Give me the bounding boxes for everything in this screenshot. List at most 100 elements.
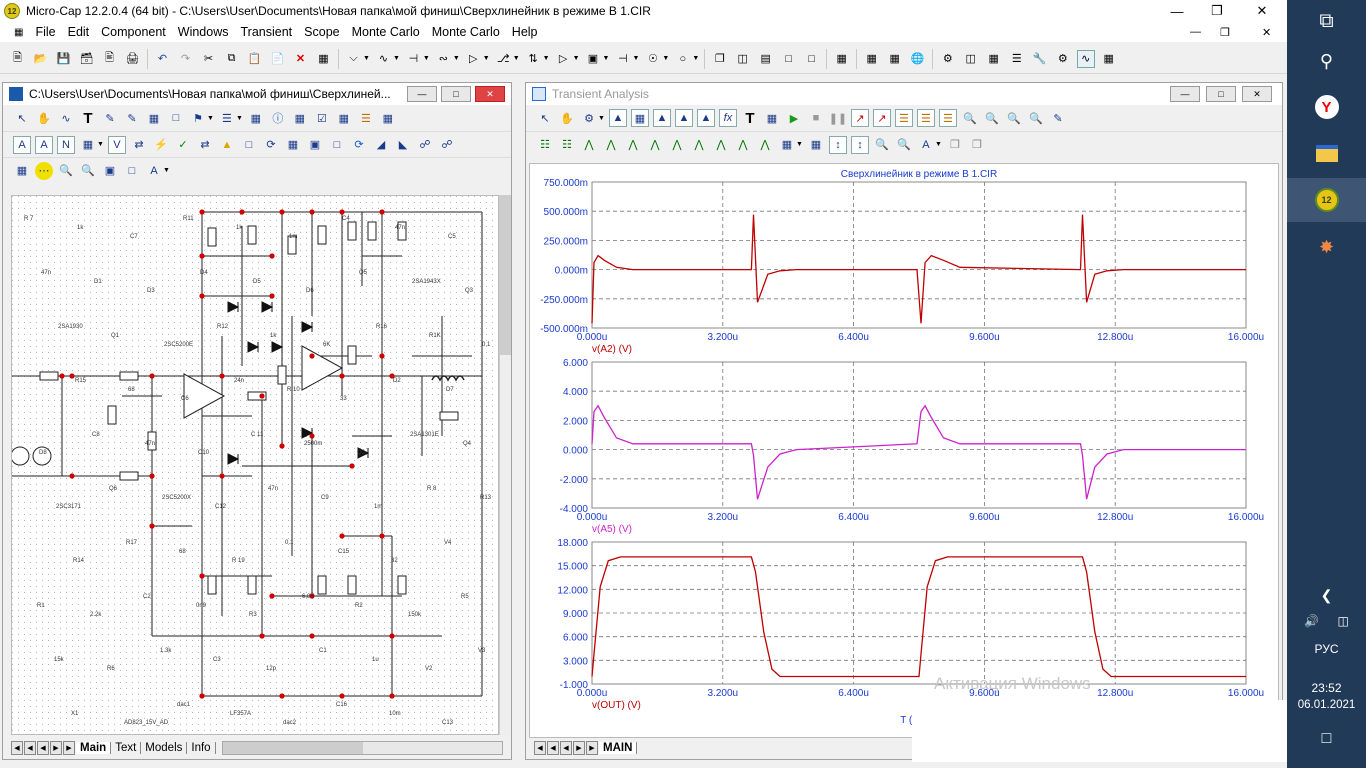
peak-icon[interactable]: ⋀ [584,139,594,151]
source-icon[interactable]: ☉ [647,53,658,65]
check-display-icon[interactable]: ✓ [178,139,188,151]
jfet-icon[interactable]: ⇅ [528,53,538,65]
pan-hand-icon[interactable]: ✋ [37,112,51,125]
show-hidden-icons-button[interactable]: ❮ [1287,585,1366,605]
display-2-icon[interactable]: ☰ [916,109,935,127]
next-page-icon[interactable]: ▶ [573,741,585,755]
high-icon[interactable]: ⋀ [628,139,638,151]
opamp-icon[interactable]: ▷ [558,53,568,65]
schematic-maximize-button[interactable]: □ [441,86,471,102]
first-page-icon[interactable]: ◀ [11,741,23,755]
current-display-icon[interactable]: ⇄ [134,139,144,151]
resistor-icon[interactable]: ∿ [378,53,389,65]
table-icon[interactable]: ▦ [810,139,822,151]
attr-text-icon[interactable]: A [13,135,31,154]
voltage-display-icon[interactable]: V [107,135,126,154]
scale-y-icon[interactable]: ▲ [696,109,715,127]
auto-scale-icon[interactable]: ▲ [652,109,671,127]
zoom-out-icon[interactable]: 🔍 [897,139,911,151]
undo-icon[interactable]: ↶ [157,53,168,65]
notes-icon[interactable]: ▦ [382,112,394,125]
print-icon[interactable]: 🖨 [125,53,140,65]
edit-icon[interactable]: ✎ [1053,112,1063,125]
run-options-icon[interactable]: ⚙ [584,112,594,125]
marker-2-icon[interactable]: ↕ [850,135,869,154]
horizontal-scrollbar[interactable] [221,741,503,755]
info-icon[interactable]: ⓘ [272,113,284,125]
model-icon[interactable]: ⚙ [942,53,953,65]
cursor-mode-2-icon[interactable]: ☷ [562,139,572,151]
paste-icon[interactable]: 📋 [247,53,262,65]
zoom-x-icon[interactable]: 🔍 [963,112,977,125]
back-page-icon[interactable]: ◀ [37,741,49,755]
checkbox-icon[interactable]: ☑ [316,112,327,125]
tab-main[interactable]: Main [76,742,112,754]
refresh-icon[interactable]: ▦ [16,165,28,177]
bus-icon[interactable]: ▦ [148,112,160,125]
layers-icon[interactable]: ◫ [965,53,976,65]
point-icon[interactable]: ⋀ [760,139,770,151]
attr-value-icon[interactable]: A [35,135,53,154]
last-page-icon[interactable]: ▶ [586,741,598,755]
save-all-icon[interactable]: 🗃 [79,53,94,65]
global-high-icon[interactable]: ⋀ [694,139,704,151]
scrollbar-thumb[interactable] [222,742,363,754]
menu-component[interactable]: Component [101,25,166,39]
back-page-icon[interactable]: ◀ [560,741,572,755]
mdi-restore-icon[interactable]: ❐ [1220,26,1230,39]
mdi-minimize-icon[interactable]: — [1190,26,1201,38]
low-icon[interactable]: ⋀ [650,139,660,151]
bounding-icon[interactable]: ▣ [309,139,321,151]
schematic-vertical-scrollbar[interactable] [499,195,511,735]
tile-horizontal-icon[interactable]: ▤ [760,53,771,65]
pause-icon[interactable]: ❚❚ [828,112,848,125]
menu-windows[interactable]: Windows [177,25,229,39]
node-icon[interactable]: ☰ [222,112,232,125]
text-tool-icon[interactable]: T [745,109,755,127]
mdi-close-icon[interactable]: ✕ [1262,26,1272,39]
ground-icon[interactable]: ⌵ [349,52,358,64]
step-icon[interactable]: ↗ [850,109,869,127]
grid-scale-icon[interactable]: ▦ [630,109,649,127]
list-icon[interactable]: ☰ [1011,53,1022,65]
wire-icon[interactable]: ∿ [61,112,71,125]
tile-vertical-icon[interactable]: ◫ [737,53,748,65]
run-icon[interactable]: ▶ [789,112,799,125]
clock-date[interactable]: 06.01.2021 [1297,699,1356,711]
start-button[interactable]: ⧉ [1287,6,1366,36]
clock-time[interactable]: 23:52 [1311,681,1342,695]
analysis-close-button[interactable]: ✕ [1242,86,1272,102]
copy-icon[interactable]: ⧉ [227,52,236,64]
block-icon[interactable]: □ [172,112,180,124]
check-icon[interactable]: ▦ [988,53,999,65]
menu-monte-carlo-2[interactable]: Monte Carlo [431,25,500,39]
language-indicator[interactable]: РУС [1314,642,1339,656]
cascade-icon[interactable]: ❐ [714,53,725,65]
prev-page-icon[interactable]: ◀ [24,741,36,755]
zoom-out-icon[interactable]: 🔍 [81,165,95,177]
minimize-button[interactable]: — [1155,0,1199,22]
capacitor-icon[interactable]: ⊣ [408,53,419,65]
bulb-icon[interactable]: ○ [679,52,687,65]
cursor-mode-icon[interactable]: ☷ [540,139,550,151]
paste-plot-icon[interactable]: ❐ [971,139,982,151]
marker-icon[interactable]: ↕ [828,135,847,154]
save-icon[interactable]: 💾 [56,53,71,65]
menu-icon[interactable]: ▦ [14,26,24,38]
rotate-cw-icon[interactable]: ⟳ [354,139,364,151]
transistor-icon[interactable]: ⎇ [496,53,510,65]
node-number-icon[interactable]: N [57,135,75,154]
select-all-icon[interactable]: ▦ [318,53,329,65]
export-icon[interactable]: ▦ [287,139,299,151]
zoom-y-icon[interactable]: 🔍 [985,112,999,125]
window-icon[interactable]: □ [785,52,793,65]
macro-icon[interactable]: ▣ [587,53,599,65]
menu-edit[interactable]: Edit [67,25,90,39]
globe-icon[interactable]: 🌐 [910,53,925,65]
graph-icon[interactable]: ∿ [1076,49,1095,68]
properties-icon[interactable]: ▦ [766,112,778,125]
analysis-minimize-button[interactable]: — [1170,86,1200,102]
tab-models[interactable]: Models [141,742,188,754]
binoculars-icon[interactable]: ☍ [441,139,453,151]
power-display-icon[interactable]: ⚡ [154,139,168,151]
